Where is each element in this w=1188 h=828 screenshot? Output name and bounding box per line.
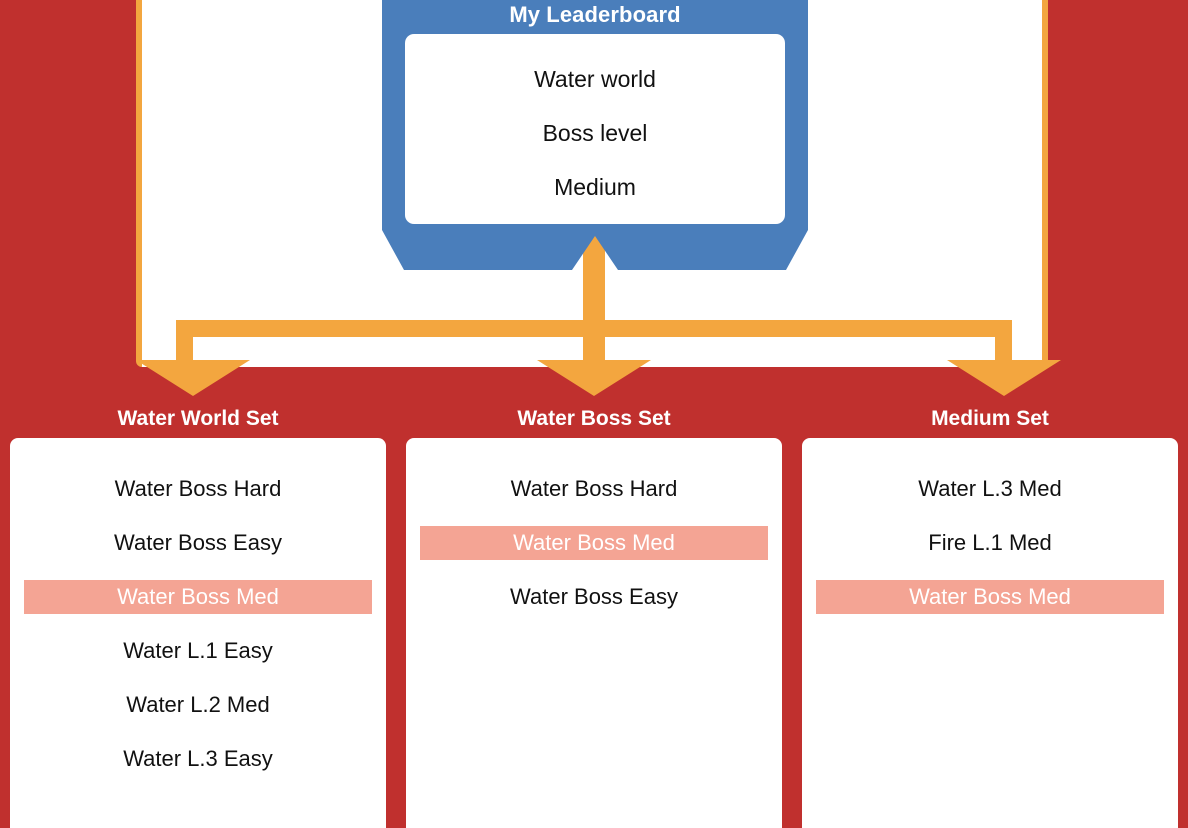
connector-arrows xyxy=(136,230,1061,396)
connector-stem-left xyxy=(176,320,193,370)
set-item-highlighted[interactable]: Water Boss Med xyxy=(420,526,768,560)
arrowhead-center xyxy=(537,360,651,396)
banner-body: Water world Boss level Medium xyxy=(405,34,785,224)
set-title-water-boss: Water Boss Set xyxy=(517,407,671,430)
banner-line-world: Water world xyxy=(534,66,656,92)
set-item[interactable]: Water L.1 Easy xyxy=(123,638,273,663)
set-title-water-world: Water World Set xyxy=(117,407,279,430)
set-column-water-boss: Water Boss Set Water Boss Hard Water Bos… xyxy=(396,400,792,828)
set-item-highlighted[interactable]: Water Boss Med xyxy=(816,580,1164,614)
set-item[interactable]: Water L.3 Easy xyxy=(123,746,273,771)
set-item[interactable]: Water Boss Hard xyxy=(114,476,282,501)
set-column-water-world: Water World Set Water Boss Hard Water Bo… xyxy=(0,400,396,828)
set-column-medium: Medium Set Water L.3 Med Fire L.1 Med Wa… xyxy=(792,400,1188,828)
set-item[interactable]: Water L.2 Med xyxy=(126,692,270,717)
set-item[interactable]: Water Boss Easy xyxy=(114,530,282,555)
connector-trunk xyxy=(583,230,605,330)
arrowhead-left xyxy=(136,360,250,396)
banner-line-level: Boss level xyxy=(542,120,648,146)
leaderboard-banner: My Leaderboard Water world Boss level Me… xyxy=(374,0,816,276)
banner-line-difficulty: Medium xyxy=(554,174,636,200)
connector-stem-center xyxy=(583,320,605,370)
set-card-medium: Water L.3 Med Fire L.1 Med Water Boss Me… xyxy=(802,438,1178,828)
arrowhead-right xyxy=(947,360,1061,396)
connector-stem-right xyxy=(995,320,1012,370)
set-item[interactable]: Fire L.1 Med xyxy=(928,530,1052,555)
set-item[interactable]: Water L.3 Med xyxy=(918,476,1062,501)
set-card-water-boss: Water Boss Hard Water Boss Med Water Bos… xyxy=(406,438,782,828)
set-title-medium: Medium Set xyxy=(931,407,1049,430)
set-item-highlighted[interactable]: Water Boss Med xyxy=(24,580,372,614)
set-columns: Water World Set Water Boss Hard Water Bo… xyxy=(0,400,1188,828)
set-card-water-world: Water Boss Hard Water Boss Easy Water Bo… xyxy=(10,438,386,828)
set-item[interactable]: Water Boss Easy xyxy=(510,584,678,609)
banner-title: My Leaderboard xyxy=(509,2,681,27)
set-item[interactable]: Water Boss Hard xyxy=(510,476,678,501)
